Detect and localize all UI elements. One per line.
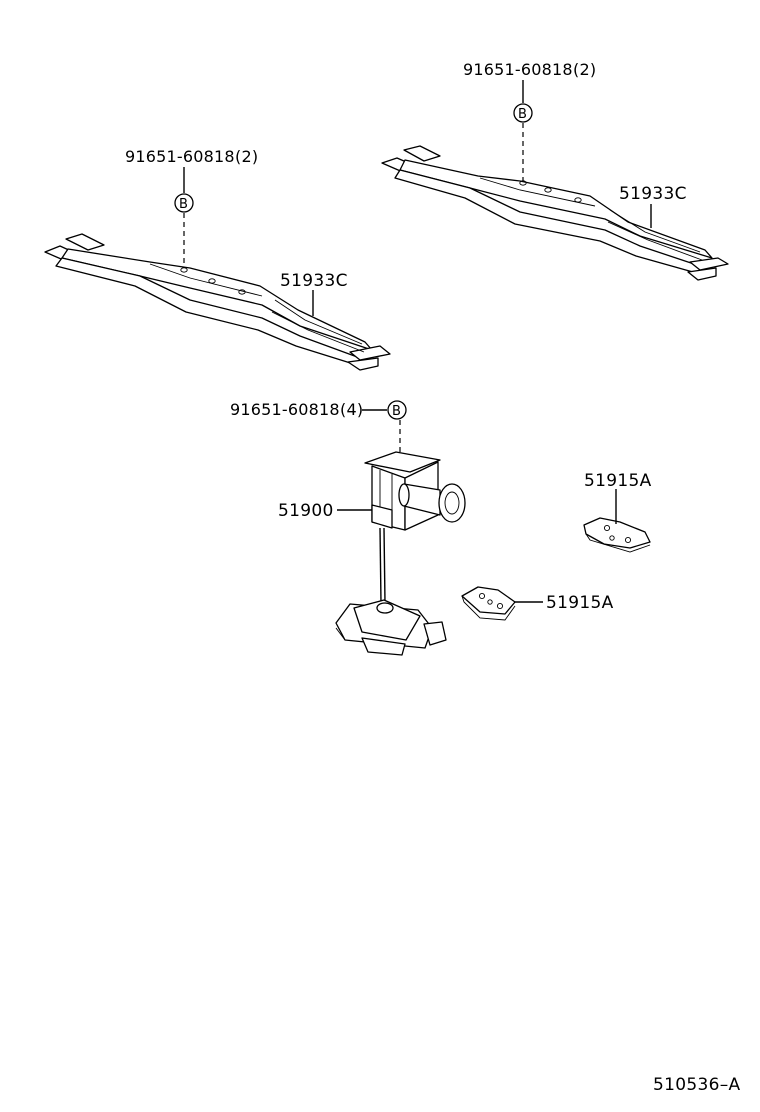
bolt-symbol-b-top-right-text: B (518, 107, 527, 122)
crossmember-right (381, 145, 729, 281)
bolt-symbol-b-top-left (174, 193, 194, 213)
label-bolt-carrier-qty: (4) (340, 400, 363, 419)
label-51933c-right: 51933C (619, 184, 687, 204)
label-bolt-top-left-part: 91651-60818 (125, 147, 235, 166)
figure-code: 510536–A (653, 1075, 740, 1095)
bolt-symbol-b-carrier (387, 400, 407, 420)
bracket-upper (583, 517, 651, 553)
label-51915a-lower: 51915A (546, 593, 614, 613)
label-51915a-upper: 51915A (584, 471, 652, 491)
label-bolt-top-left-qty: (2) (235, 147, 258, 166)
label-51900: 51900 (278, 501, 334, 521)
crossmember-left (44, 233, 391, 371)
label-bolt-carrier-part: 91651-60818 (230, 400, 340, 419)
label-51933c-left: 51933C (280, 271, 348, 291)
bolt-symbol-b-top-right (513, 103, 533, 123)
spare-tire-carrier (335, 451, 466, 656)
bolt-symbol-b-top-left-text: B (179, 197, 188, 212)
label-bolt-top-right-part: 91651-60818 (463, 60, 573, 79)
bolt-symbol-b-carrier-text: B (392, 404, 401, 419)
label-bolt-top-right-qty: (2) (573, 60, 596, 79)
bracket-lower (461, 586, 516, 621)
